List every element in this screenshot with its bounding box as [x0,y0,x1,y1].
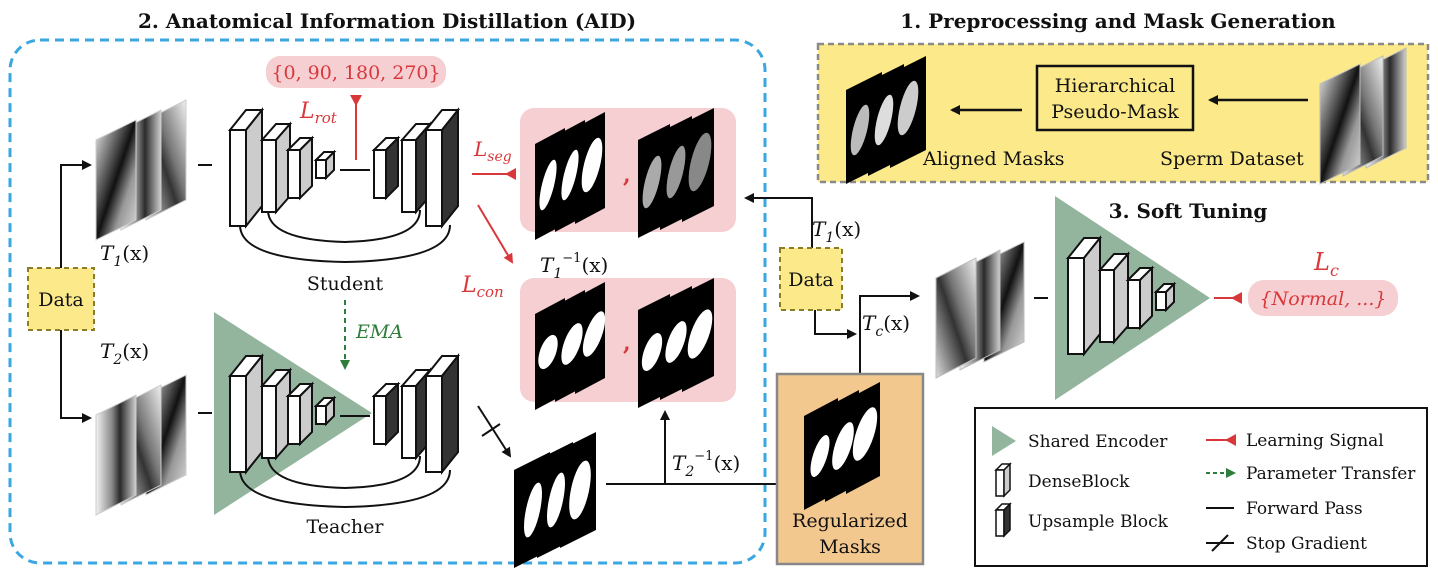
legend-encoder-icon [992,426,1016,456]
legend-box [974,407,1428,567]
legend-learning-signal: Learning Signal [1246,431,1384,451]
aligned-masks-stack [846,56,926,184]
l-con-arrow [477,204,514,264]
student-label: Student [307,273,384,295]
tc-label: Tc(x) [862,311,910,340]
soft-input-stack [935,241,1025,379]
teacher-label: Teacher [307,516,385,538]
legend-shared-encoder: Shared Encoder [1028,432,1168,452]
data-box-right [779,247,843,311]
l-c-label: Lc [1313,248,1339,280]
sperm-dataset-label: Sperm Dataset [1160,148,1304,170]
seg-comma: , [623,162,631,188]
arrow-data-to-seg [744,193,813,252]
l-seg-label: Lseg [473,137,512,165]
soft-encoder-blocks [1065,235,1177,357]
con-comma: , [623,330,631,356]
con-output-masks-a [535,282,606,410]
hier-pseudo-mask-box [1035,64,1195,132]
legend-parameter-transfer: Parameter Transfer [1246,464,1416,484]
legend-upsample-icon [994,502,1012,538]
l-c-head [1231,292,1242,304]
sperm-dataset-stack [1319,47,1407,185]
student-network [227,107,461,264]
hier-label-1: Hierarchical [1055,75,1175,97]
classes-box [1248,280,1398,316]
arrow-data-to-t1 [60,160,92,268]
seg-output-graded-masks [638,108,714,238]
teacher-output-masks [514,432,596,568]
t2-image-stack [95,374,187,516]
arrow-data-right-down [814,310,857,339]
aligned-masks-label: Aligned Masks [922,148,1065,170]
t1-label: T1(x) [100,241,149,270]
regularized-label-1: Regularized [792,510,908,532]
t2-inv-label: T2−1(x) [672,449,740,480]
aid-section-border [8,38,767,565]
soft-title: 3. Soft Tuning [1109,199,1268,223]
classes-label: {Normal, ...} [1260,288,1387,310]
data-label-right: Data [788,269,834,291]
hier-label-2: Pseudo-Mask [1051,101,1179,123]
teacher-network [214,312,461,515]
regularized-label-2: Masks [819,536,881,558]
seg-output-masks [535,112,605,240]
legend-dense-block: DenseBlock [1028,472,1130,492]
con-output-masks-b [638,278,714,408]
t1-image-stack [95,99,187,241]
l-seg-head [505,168,516,180]
legend-denseblock-icon [994,462,1012,498]
aid-title: 2. Anatomical Information Distillation (… [138,9,636,33]
regularized-masks-stack [804,382,880,510]
l-con-label: Lcon [461,273,504,301]
teacher-output-arrow [477,405,512,458]
data-label-left: Data [38,289,84,311]
l-rot-signal-head [350,95,362,106]
rotation-set-box [266,56,446,88]
t1-inv-label: T1−1(x) [540,251,608,282]
data-box-left [27,267,95,331]
arrow-data-to-t2 [60,330,92,423]
legend-upsample-block: Upsample Block [1028,512,1169,532]
legend-stopgrad-icon [1211,534,1229,552]
t1-right-label: T1(x) [812,217,861,246]
t2-label: T2(x) [100,339,149,368]
legend-stop-gradient: Stop Gradient [1246,534,1367,554]
rotation-set-label: {0, 90, 180, 270} [271,62,440,84]
arrow-reg-to-soft [859,291,920,384]
pre-title: 1. Preprocessing and Mask Generation [900,9,1336,33]
legend-forward-pass: Forward Pass [1246,499,1363,519]
l-rot-label: Lrot [299,99,338,127]
stop-gradient-mark [481,423,501,437]
legend-signal-icon [1225,434,1236,446]
ema-label: EMA [355,321,403,343]
